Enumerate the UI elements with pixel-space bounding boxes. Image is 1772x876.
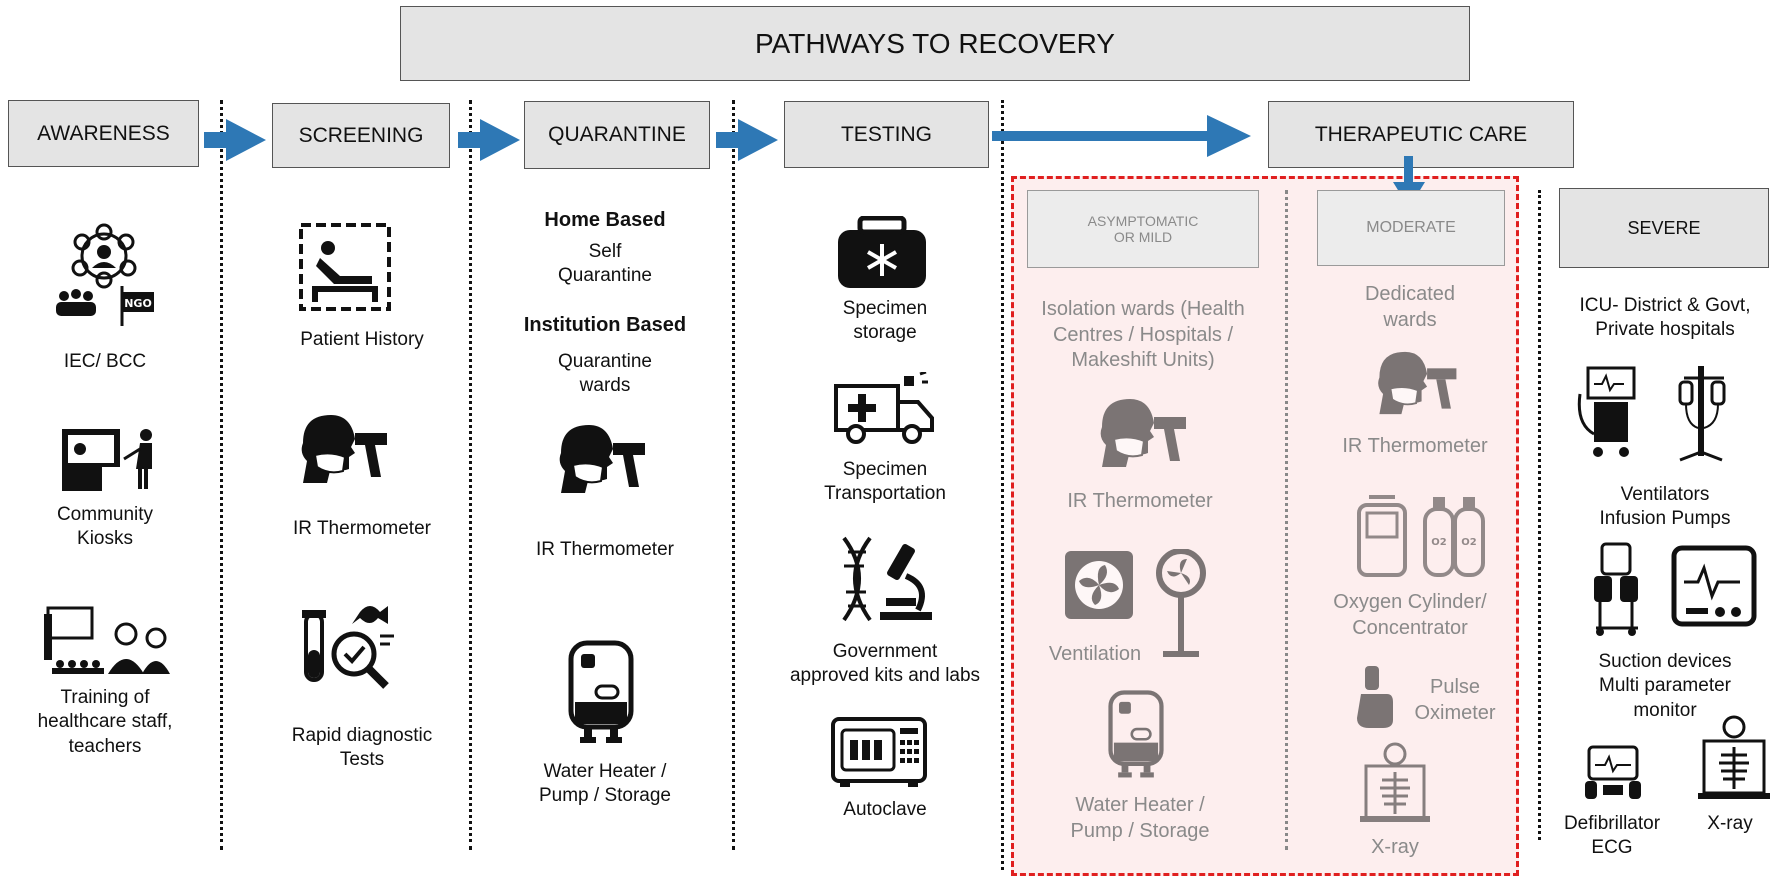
water-heater-icon	[568, 640, 634, 743]
stage-awareness: AWARENESS	[8, 100, 199, 167]
separator-mild-moderate	[1285, 190, 1288, 850]
severe-item-ventilators: Ventilators Infusion Pumps	[1599, 484, 1731, 530]
quarantine-institution-text: Quarantine wards	[557, 351, 652, 397]
svg-text:NGO: NGO	[124, 297, 152, 310]
svg-text:O2: O2	[1461, 537, 1477, 548]
separator-4	[1001, 100, 1004, 870]
page-title: PATHWAYS TO RECOVERY	[400, 6, 1470, 81]
specimen-storage-icon	[838, 216, 926, 288]
x-ray-faded-icon	[1360, 742, 1430, 822]
mild-item-ir-thermometer: IR Thermometer	[1067, 490, 1213, 512]
ir-thermometer-icon	[559, 425, 645, 493]
ventilation-fan-icon	[1065, 549, 1206, 657]
patient-history-icon	[299, 223, 391, 311]
arrow-testing-therapeutic	[992, 115, 1251, 157]
arrow-awareness-screening	[204, 119, 266, 161]
separator-1	[220, 100, 223, 850]
quarantine-item-water-heater: Water Heater / Pump / Storage	[538, 761, 672, 807]
healthcare-training-icon	[44, 606, 170, 674]
testing-item-government-kits-labs: Government approved kits and labs	[789, 641, 981, 687]
svg-text:O2: O2	[1431, 537, 1447, 548]
testing-item-autoclave: Autoclave	[843, 799, 927, 820]
autoclave-icon	[831, 717, 927, 787]
ir-thermometer-faded-icon	[1100, 399, 1186, 467]
screening-item-ir-thermometer: IR Thermometer	[293, 518, 431, 539]
network-ngo-icon: NGO	[56, 223, 154, 326]
stage-testing: TESTING	[784, 101, 989, 168]
ir-thermometer-faded-icon	[1378, 351, 1457, 415]
testing-item-specimen-transportation: Specimen Transportation	[824, 459, 946, 505]
moderate-category-box: MODERATE	[1317, 190, 1505, 266]
arrow-screening-quarantine	[458, 119, 520, 161]
stage-therapeutic-care: THERAPEUTIC CARE	[1268, 101, 1574, 168]
stage-quarantine: QUARANTINE	[524, 101, 710, 169]
quarantine-item-ir-thermometer: IR Thermometer	[536, 539, 674, 560]
awareness-item-training: Training of healthcare staff, teachers	[37, 687, 173, 757]
oxygen-cylinder-icon: O2 O2	[1357, 495, 1485, 577]
water-heater-faded-icon	[1108, 690, 1164, 778]
severe-item-suction-monitor: Suction devices Multi parameter monitor	[1598, 651, 1732, 721]
quarantine-institution-heading: Institution Based	[523, 314, 687, 336]
mild-description: Isolation wards (Health Centres / Hospit…	[1041, 298, 1245, 372]
moderate-item-ir-thermometer: IR Thermometer	[1342, 435, 1488, 457]
ambulance-icon	[834, 372, 934, 444]
quarantine-home-text: Self Quarantine	[557, 241, 652, 287]
suction-monitor-icon	[1594, 542, 1757, 636]
mild-category-box: ASYMPTOMATIC OR MILD	[1027, 190, 1259, 268]
rapid-test-icon	[302, 606, 394, 689]
separator-3	[732, 100, 735, 850]
kiosk-presenter-icon	[62, 429, 152, 491]
awareness-item-iec-bcc: IEC/ BCC	[63, 351, 147, 372]
testing-item-specimen-storage: Specimen storage	[842, 298, 928, 344]
mild-item-ventilation: Ventilation	[1048, 643, 1142, 665]
ir-thermometer-icon	[301, 415, 387, 483]
moderate-item-x-ray: X-ray	[1371, 836, 1419, 858]
severe-category-box: SEVERE	[1559, 188, 1769, 268]
stage-screening: SCREENING	[272, 103, 450, 168]
severe-item-x-ray: X-ray	[1707, 813, 1753, 834]
separator-5	[1538, 190, 1541, 840]
severe-item-defibrillator: Defibrillator ECG	[1563, 813, 1661, 859]
arrow-quarantine-testing	[716, 119, 778, 161]
mild-item-water-heater: Water Heater / Pump / Storage	[1070, 794, 1210, 842]
dna-microscope-icon	[842, 536, 932, 622]
mild-moderate-highlight-zone	[1011, 176, 1519, 876]
ventilator-infusion-icon	[1577, 366, 1726, 462]
quarantine-home-heading: Home Based	[544, 209, 666, 231]
awareness-item-community-kiosks: Community Kiosks	[56, 504, 154, 550]
x-ray-icon	[1698, 715, 1770, 799]
severe-description: ICU- District & Govt, Private hospitals	[1579, 295, 1751, 341]
defibrillator-icon	[1585, 745, 1641, 799]
screening-item-patient-history: Patient History	[300, 329, 424, 350]
moderate-item-oxygen-cylinder: Oxygen Cylinder/ Concentrator	[1333, 591, 1487, 639]
moderate-item-pulse-oximeter: Pulse Oximeter	[1414, 676, 1496, 724]
screening-item-rapid-diagnostic-tests: Rapid diagnostic Tests	[291, 725, 433, 771]
pulse-oximeter-icon	[1357, 666, 1393, 728]
moderate-description: Dedicated wards	[1364, 283, 1456, 331]
separator-2	[469, 100, 472, 850]
